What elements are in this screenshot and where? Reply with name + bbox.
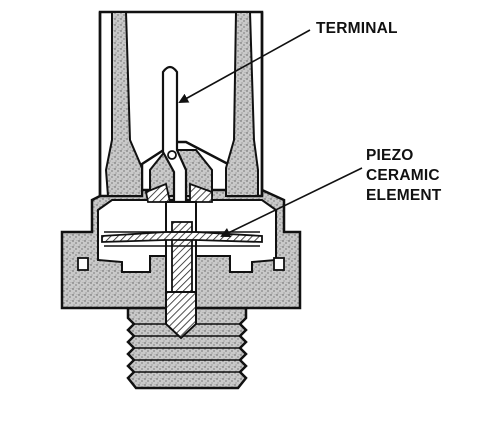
piezo-label-line-3: ELEMENT [366, 187, 442, 204]
cavity-stop-right [273, 257, 285, 271]
clamp-right [189, 182, 213, 203]
terminal-label: TERMINAL [316, 20, 398, 37]
terminal-pin [161, 65, 188, 204]
connector-wall-left [104, 11, 143, 197]
piezo-label-line-1: PIEZO [366, 147, 414, 164]
shaft-tip [165, 291, 197, 340]
pin-hole [167, 150, 177, 160]
connector-wall-right [225, 11, 259, 197]
terminal-leader-line [178, 29, 311, 103]
cavity-stop-left [77, 257, 89, 271]
piezo-label-line-2: CERAMIC [366, 167, 440, 184]
piezo-leader-line [220, 167, 363, 238]
